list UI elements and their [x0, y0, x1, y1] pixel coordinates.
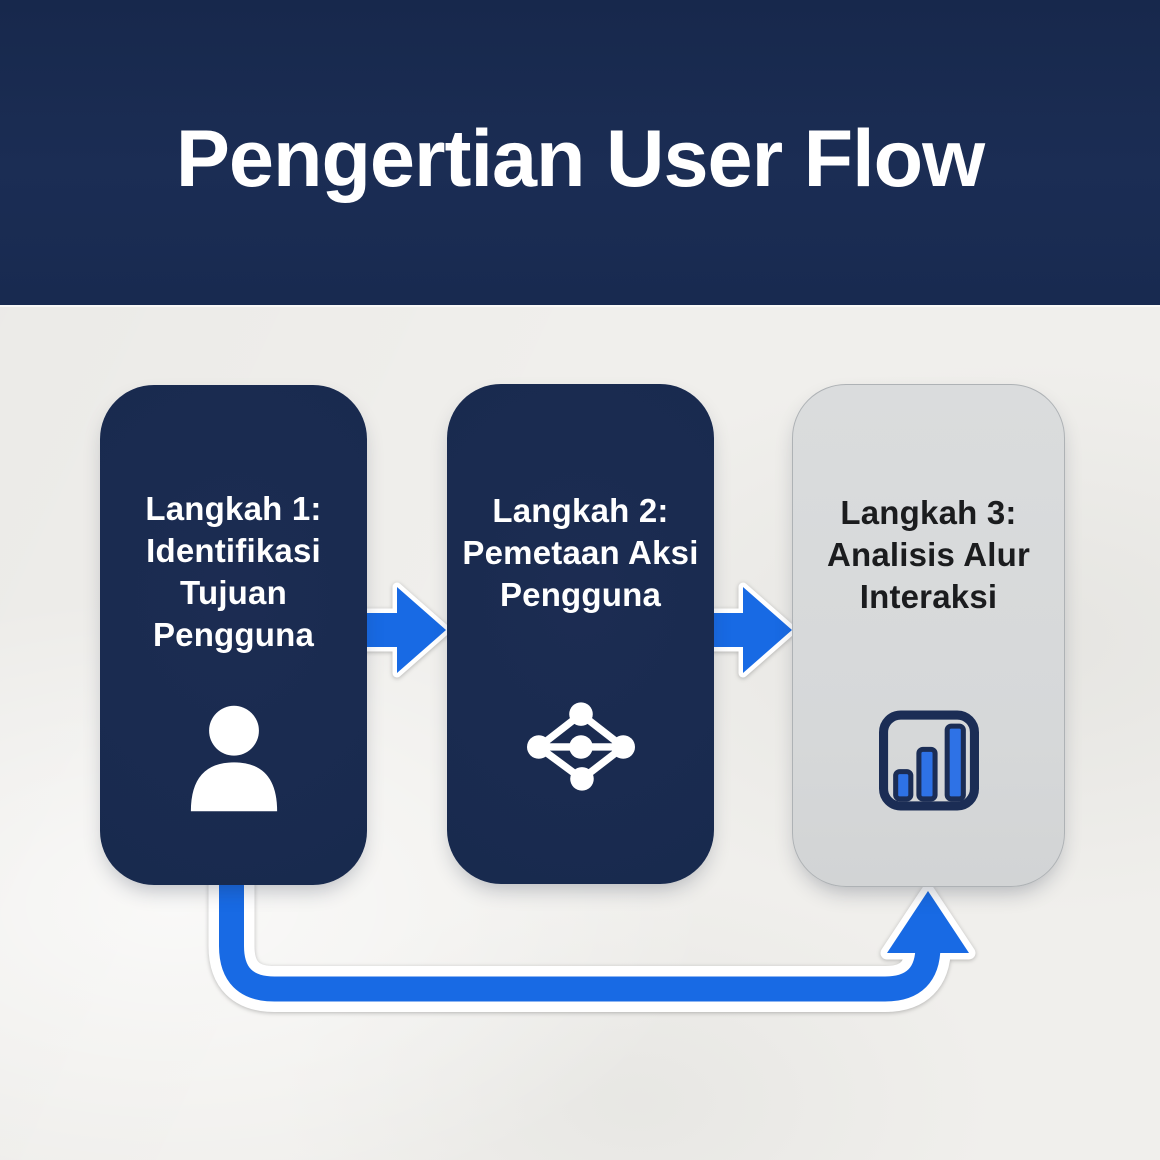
step-card-3: Langkah 3: Analisis Alur Interaksi — [792, 384, 1065, 887]
step-2-label: Langkah 2: Pemetaan Aksi Pengguna — [462, 492, 699, 613]
network-icon — [526, 702, 635, 791]
page-title: Pengertian User Flow — [175, 114, 985, 204]
step-card-1: Langkah 1: Identifikasi Tujuan Pengguna — [100, 385, 367, 885]
header-band: Pengertian User Flow — [0, 0, 1160, 305]
step-card-2: Langkah 2: Pemetaan Aksi Pengguna — [447, 384, 714, 884]
arrow-step2-to-step3 — [703, 582, 797, 678]
step-1-label: Langkah 1: Identifikasi Tujuan Pengguna — [145, 490, 322, 653]
step-3-label: Langkah 3: Analisis Alur Interaksi — [826, 494, 1031, 615]
arrow-step1-to-step2 — [357, 582, 451, 678]
bar-chart-icon — [878, 710, 979, 811]
user-icon — [186, 701, 282, 816]
